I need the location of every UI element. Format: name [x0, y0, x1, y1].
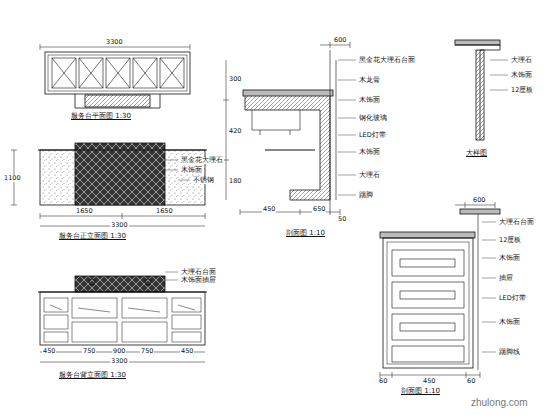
- dimension-label: 900: [112, 348, 126, 355]
- dimension-label: 750: [140, 348, 154, 355]
- callout-label: 木饰面: [498, 319, 521, 326]
- dimension-label: 3300: [110, 358, 129, 365]
- callout-label: 木饰面: [510, 72, 533, 79]
- callout-label: 大理石: [510, 57, 533, 64]
- dimension-label: 650: [312, 206, 326, 213]
- view-title: 剖面图 1:10: [400, 388, 441, 395]
- callout-label: 钢化玻璃: [358, 115, 388, 122]
- view-title: 服务台背立面图 1:30: [58, 372, 127, 379]
- dimension-label: 1650: [155, 208, 174, 215]
- dimension-label: 1650: [75, 208, 94, 215]
- dimension-label: 450: [422, 378, 436, 385]
- callout-label: 木饰面: [498, 255, 521, 262]
- callout-label: 木龙骨: [358, 77, 381, 84]
- callout-label: 抽屉: [498, 275, 514, 282]
- dimension-label: 300: [228, 76, 242, 83]
- callout-label: 木饰面: [358, 97, 381, 104]
- callout-label: 踢脚线: [498, 349, 521, 356]
- callout-label: 木饰面: [358, 149, 381, 156]
- callout-label: 12厘板: [498, 237, 522, 244]
- callout-label: 黑金花大理石: [180, 157, 224, 164]
- callout-label: 踢脚: [358, 192, 374, 199]
- dimension-label: 450: [42, 348, 56, 355]
- view-title: 服务台平面图 1:30: [70, 113, 132, 120]
- callout-label: LED灯带: [498, 295, 527, 302]
- dimension-label: 450: [262, 206, 276, 213]
- callout-label: 木饰面抽屉: [180, 277, 217, 284]
- dimension-label: 750: [82, 348, 96, 355]
- dimension-label: 50: [337, 216, 347, 223]
- dimension-label: 3300: [110, 222, 129, 229]
- callout-label: 12厘板: [510, 87, 534, 94]
- dimension-label: 1100: [3, 175, 22, 182]
- dimension-label: 600: [333, 37, 347, 44]
- dimension-label: 3300: [105, 39, 124, 46]
- callout-label: 大理石台面: [498, 219, 535, 226]
- callout-label: 大理石: [358, 172, 381, 179]
- dimension-label: 420: [228, 128, 242, 135]
- view-title: 大样图: [465, 150, 488, 157]
- dimension-label: 60: [378, 378, 388, 385]
- callout-label: 不锈钢: [192, 177, 215, 184]
- dimension-label: 180: [228, 178, 242, 185]
- callout-label: 黑金花大理石台面: [358, 57, 416, 64]
- view-title: 服务台正立面图 1:30: [58, 233, 127, 240]
- callout-label: 木饰面: [180, 167, 203, 174]
- callout-label: LED灯带: [358, 132, 387, 139]
- callout-label: 大理石台面: [180, 269, 217, 276]
- dimension-label: 600: [472, 197, 486, 204]
- dimension-label: 60: [466, 378, 476, 385]
- dimension-label: 450: [180, 348, 194, 355]
- view-title: 剖面图 1:10: [285, 230, 326, 237]
- watermark: zhulong.com: [470, 398, 529, 408]
